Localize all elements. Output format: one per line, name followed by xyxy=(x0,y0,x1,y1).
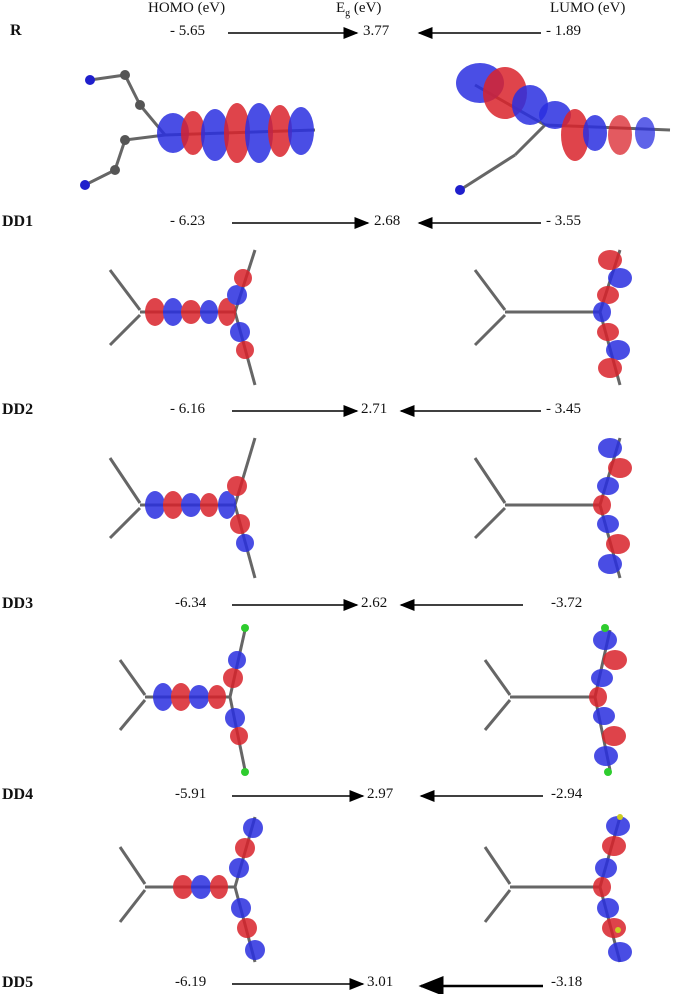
lumo-orbital-dd2 xyxy=(473,437,632,579)
lumo-orbital-dd4 xyxy=(483,814,632,963)
lumo-orbital-dd3 xyxy=(483,624,627,776)
eg-value-dd5: 3.01 xyxy=(367,974,394,990)
homo-value-dd5: -6.19 xyxy=(175,974,207,990)
lumo-orbital-dd1 xyxy=(473,249,632,386)
lumo-header: LUMO (eV) xyxy=(550,0,626,16)
lumo-orbital-r xyxy=(455,63,671,195)
homo-value-dd2: - 6.16 xyxy=(170,401,205,417)
eg-unit: (eV) xyxy=(350,0,382,16)
eg-value-r: 3.77 xyxy=(363,23,390,39)
row-label-dd1: DD1 xyxy=(2,213,34,230)
eg-value-dd4: 2.97 xyxy=(367,786,394,802)
lumo-value-dd3: -3.72 xyxy=(551,595,583,611)
homo-header: HOMO (eV) xyxy=(148,0,226,16)
homo-orbital-dd1 xyxy=(108,249,257,386)
row-label-dd5: DD5 xyxy=(2,974,34,991)
homo-orbital-dd2 xyxy=(108,437,257,579)
lumo-value-r: - 1.89 xyxy=(546,23,581,39)
eg-symbol: E xyxy=(336,0,346,16)
eg-value-dd1: 2.68 xyxy=(374,213,401,229)
homo-orbital-dd4 xyxy=(118,816,265,963)
homo-value-r: - 5.65 xyxy=(170,23,205,39)
lumo-value-dd2: - 3.45 xyxy=(546,401,581,417)
homo-value-dd3: -6.34 xyxy=(175,595,207,611)
lumo-value-dd1: - 3.55 xyxy=(546,213,581,229)
homo-orbital-dd3 xyxy=(118,624,249,776)
homo-value-dd1: - 6.23 xyxy=(170,213,205,229)
lumo-value-dd5: -3.18 xyxy=(551,974,583,990)
eg-header: Eg (eV) xyxy=(336,0,381,19)
row-label-dd4: DD4 xyxy=(2,786,34,803)
row-label-r: R xyxy=(10,22,22,39)
homo-orbital-r xyxy=(80,70,316,190)
eg-subscript: g xyxy=(345,8,351,19)
row-label-dd2: DD2 xyxy=(2,401,34,418)
eg-value-dd3: 2.62 xyxy=(361,595,388,611)
homo-value-dd4: -5.91 xyxy=(175,786,207,802)
eg-value-dd2: 2.71 xyxy=(361,401,388,417)
row-label-dd3: DD3 xyxy=(2,595,34,612)
lumo-value-dd4: -2.94 xyxy=(551,786,583,802)
